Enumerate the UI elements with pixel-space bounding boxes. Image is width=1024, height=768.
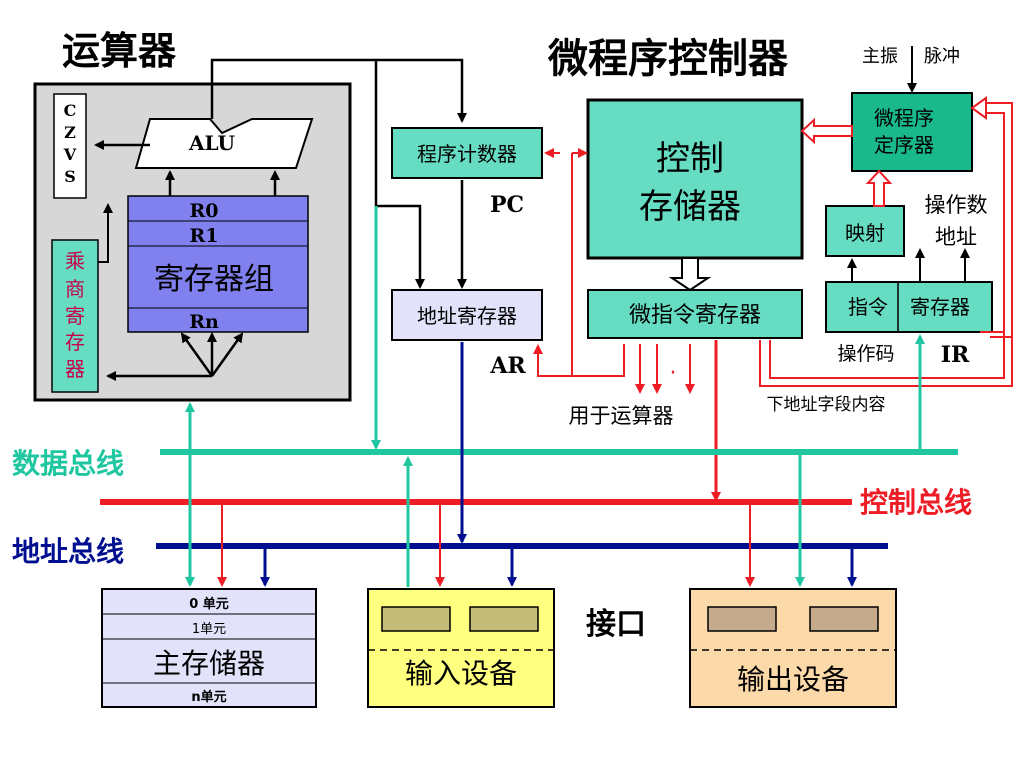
address-register-label: 地址寄存器	[417, 304, 517, 328]
dot-mark: ·	[670, 361, 677, 386]
instruction-register	[825, 281, 993, 333]
register-group-label: 寄存器组	[154, 262, 274, 297]
clock-label: 主振	[862, 46, 898, 67]
program-counter-label: 程序计数器	[417, 142, 517, 166]
micro-sequencer-line1: 微程序	[874, 106, 934, 130]
seq-to-cm-arrow	[800, 117, 853, 145]
data-bus-label: 数据总线	[12, 447, 124, 480]
ir-left-label: 指令	[848, 295, 888, 319]
flags-box	[53, 93, 87, 199]
alu-to-pc-wire	[210, 58, 467, 123]
map-to-seq-arrow	[865, 169, 893, 207]
ir-right-label: 寄存器	[910, 295, 970, 319]
control-memory-line1: 控制	[656, 139, 724, 179]
mult-char-2: 商	[65, 277, 85, 301]
output-device: 输出设备	[689, 588, 897, 708]
cm-to-ar-wire	[571, 153, 625, 377]
input-device-label: 输入设备	[405, 657, 517, 690]
main-memory-label: 主存储器	[153, 647, 265, 680]
alu-block	[134, 118, 314, 169]
memory-unit-0: 0 单元	[189, 596, 229, 612]
memory-unit-n: n单元	[191, 689, 226, 705]
next-address-label: 下地址字段内容	[767, 395, 886, 415]
mult-div-register	[51, 239, 99, 393]
control-memory-line2: 存储器	[639, 187, 741, 227]
main-memory: 0 单元 1单元 主存储器 n单元	[101, 588, 317, 708]
mapping-label: 映射	[845, 221, 885, 245]
mult-char-5: 器	[65, 357, 85, 381]
pulse-label: 脉冲	[924, 46, 960, 67]
ir-to-seq-line-b	[980, 112, 1005, 333]
register-rn: Rn	[189, 311, 219, 333]
micro-instruction-register	[587, 289, 803, 339]
flag-c: C	[64, 101, 77, 120]
micro-sequencer	[851, 92, 973, 172]
address-register	[391, 289, 543, 341]
alu-label: ALU	[188, 131, 235, 155]
control-memory	[586, 98, 804, 260]
address-bus-label: 地址总线	[12, 535, 124, 568]
micro-sequencer-line2: 定序器	[874, 133, 934, 157]
flag-z: Z	[64, 123, 76, 142]
operand-address-line2: 地址	[935, 225, 977, 249]
ir-tag: IR	[941, 342, 970, 368]
alu-unit: C Z V S ALU R0 R1 寄存器组 Rn 乘 商 寄 存 器	[33, 82, 352, 402]
operand-address-line1: 操作数	[925, 193, 988, 217]
flag-s: S	[64, 167, 76, 186]
mir-to-ar-wire	[533, 344, 572, 377]
memory-unit-1: 1单元	[192, 622, 226, 637]
pc-tag: PC	[490, 192, 524, 218]
flag-v: V	[63, 145, 77, 164]
alu-to-ar-wire	[374, 60, 425, 289]
mult-char-4: 存	[65, 330, 85, 354]
register-file	[127, 195, 309, 333]
micro-instruction-register-label: 微指令寄存器	[629, 303, 761, 328]
micro-controller-title: 微程序控制器	[547, 35, 789, 82]
opcode-label: 操作码	[837, 343, 894, 365]
control-bus-label: 控制总线	[860, 486, 972, 519]
mapping-block	[825, 205, 905, 257]
for-alu-label: 用于运算器	[569, 404, 674, 428]
next-address-wire	[759, 337, 1013, 387]
output-device-label: 输出设备	[737, 663, 849, 696]
ar-tag: AR	[489, 353, 526, 379]
register-r0: R0	[189, 200, 218, 222]
ir-to-seq-line-a	[984, 102, 1013, 338]
program-counter	[391, 127, 543, 179]
cm-to-mir-arrow	[668, 257, 712, 292]
input-device: 输入设备	[367, 588, 555, 708]
mult-char-1: 乘	[65, 249, 85, 273]
interface-label: 接口	[586, 607, 646, 642]
register-r1: R1	[189, 225, 218, 247]
mult-char-3: 寄	[65, 304, 85, 328]
alu-section-title: 运算器	[62, 28, 177, 73]
